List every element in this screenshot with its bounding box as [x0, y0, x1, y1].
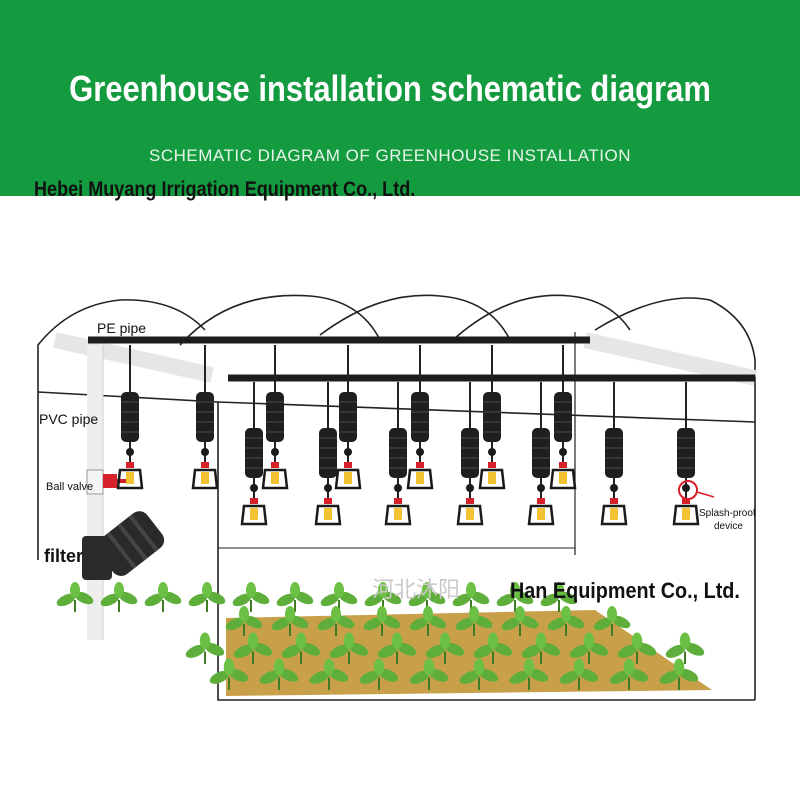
plant-18 [501, 606, 539, 636]
label-splash-proof: Splash-proof [699, 508, 756, 519]
page-title: Greenhouse installation schematic diagra… [69, 68, 711, 109]
sprinkler-front-2 [384, 382, 412, 526]
plant-23 [281, 632, 321, 664]
label-pvc-pipe: PVC pipe [39, 411, 99, 427]
watermark: 河北沐阳 [372, 577, 461, 602]
plant-7 [364, 582, 402, 612]
sprinkler-back-6 [549, 345, 577, 490]
plant-4 [232, 582, 270, 612]
plant-25 [377, 632, 417, 664]
plant-27 [473, 632, 513, 664]
greenhouse-frame [37, 294, 756, 701]
plant-29 [569, 632, 609, 664]
plant-12 [225, 606, 263, 636]
label-splash-proof-device: device [714, 521, 743, 532]
plant-28 [521, 632, 561, 664]
plant-rows [56, 582, 705, 690]
label-pe-pipe: PE pipe [97, 320, 147, 336]
page-subtitle: SCHEMATIC DIAGRAM OF GREENHOUSE INSTALLA… [149, 146, 631, 165]
plant-33 [259, 658, 299, 690]
plant-31 [665, 632, 705, 664]
plant-32 [209, 658, 249, 690]
filter-unit [82, 511, 165, 580]
sprinkler-back-0 [116, 345, 144, 490]
plant-40 [609, 658, 649, 690]
company-name-bottom: Han Equipment Co., Ltd. [510, 578, 740, 603]
plant-5 [276, 582, 314, 612]
sprinkler-front-0 [240, 382, 268, 526]
plant-13 [271, 606, 309, 636]
sprinkler-back-3 [334, 345, 362, 490]
plant-10 [496, 582, 534, 612]
plant-38 [509, 658, 549, 690]
plant-39 [559, 658, 599, 690]
splash-proof-highlight [678, 480, 715, 500]
plant-0 [56, 582, 94, 612]
sprinkler-front-6 [672, 382, 700, 526]
plant-6 [320, 582, 358, 612]
label-filter: filter [44, 546, 84, 566]
sprinkler-back-4 [406, 345, 434, 490]
plant-1 [100, 582, 138, 612]
plant-22 [233, 632, 273, 664]
plant-30 [617, 632, 657, 664]
plant-15 [363, 606, 401, 636]
sprinkler-group [116, 345, 700, 526]
plant-8 [408, 582, 446, 612]
plant-26 [425, 632, 465, 664]
plant-16 [409, 606, 447, 636]
plant-41 [659, 658, 699, 690]
sprinkler-back-2 [261, 345, 289, 490]
plant-36 [409, 658, 449, 690]
sprinkler-front-5 [600, 382, 628, 526]
plant-11 [540, 582, 578, 612]
plant-34 [309, 658, 349, 690]
plant-14 [317, 606, 355, 636]
plant-21 [185, 632, 225, 664]
sprinkler-front-1 [314, 382, 342, 526]
sprinkler-back-1 [191, 345, 219, 490]
sprinkler-front-4 [527, 382, 555, 526]
ball-valve [86, 469, 134, 495]
plant-37 [459, 658, 499, 690]
plant-2 [144, 582, 182, 612]
plant-19 [547, 606, 585, 636]
sprinkler-back-5 [478, 345, 506, 490]
plant-24 [329, 632, 369, 664]
header-banner: Greenhouse installation schematic diagra… [0, 0, 800, 196]
plant-3 [188, 582, 226, 612]
plant-35 [359, 658, 399, 690]
sprinkler-front-3 [456, 382, 484, 526]
label-ball-valve: Ball valve [46, 481, 94, 493]
plant-20 [593, 606, 631, 636]
company-name-top: Hebei Muyang Irrigation Equipment Co., L… [34, 178, 416, 201]
plant-17 [455, 606, 493, 636]
